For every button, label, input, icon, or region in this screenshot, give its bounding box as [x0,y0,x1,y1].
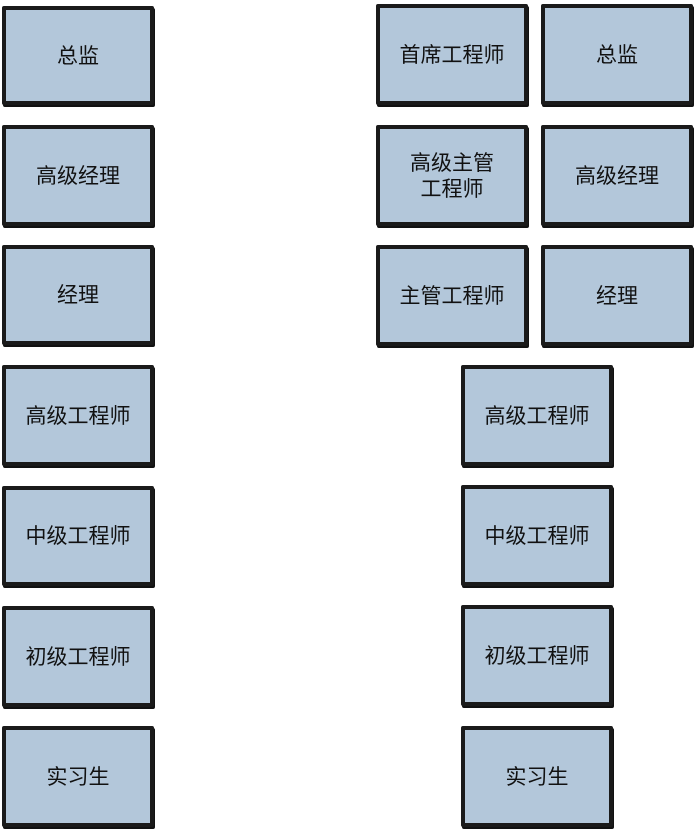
management-track-senior-manager: 高级经理 [541,125,693,226]
left-ladder-level-senior-engineer: 高级工程师 [2,365,154,466]
management-track-manager: 经理 [541,245,693,346]
shared-track-mid-engineer: 中级工程师 [461,485,613,586]
left-ladder-level-senior-manager: 高级经理 [2,125,154,226]
technical-track-chief-engineer: 首席工程师 [376,4,528,105]
management-track-director: 总监 [541,4,693,105]
shared-track-intern: 实习生 [461,726,613,827]
left-ladder-level-manager: 经理 [2,245,154,345]
left-ladder-level-director: 总监 [2,6,154,105]
left-ladder-level-mid-engineer: 中级工程师 [2,486,154,586]
left-ladder-level-intern: 实习生 [2,726,154,827]
left-ladder-level-junior-engineer: 初级工程师 [2,606,154,707]
technical-track-principal-engineer: 主管工程师 [376,245,528,346]
shared-track-senior-engineer: 高级工程师 [461,365,613,466]
technical-track-senior-principal-engineer: 高级主管 工程师 [376,125,528,226]
shared-track-junior-engineer: 初级工程师 [461,605,613,706]
